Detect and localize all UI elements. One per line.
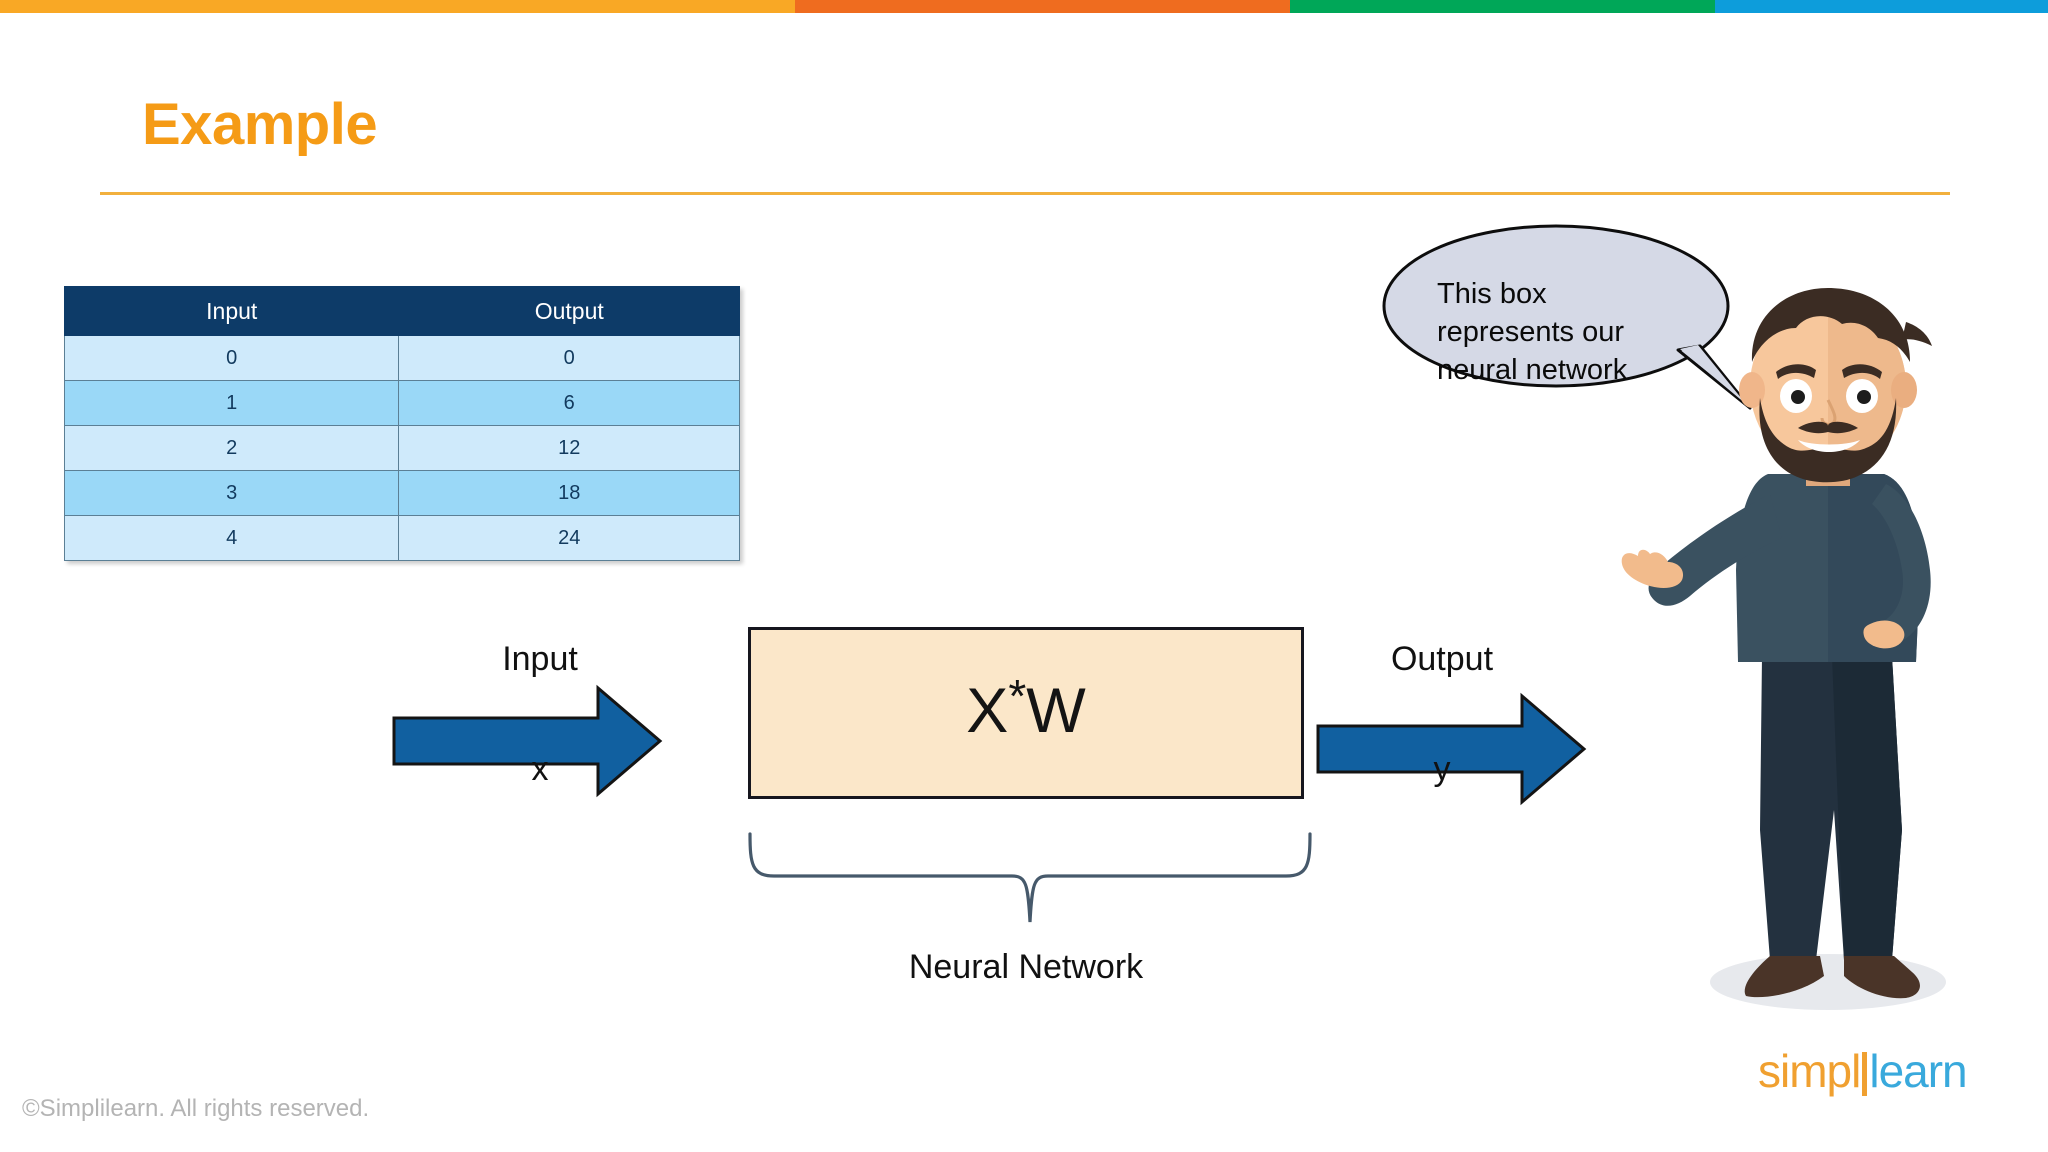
table-cell-input: 3 [63,470,400,516]
box-label-tail: W [1026,676,1086,746]
table-cell-output: 6 [398,380,740,426]
table-row: 4 24 [63,515,740,561]
character-hair [1751,288,1910,362]
table-cell-input: 1 [63,380,400,426]
character-pupil-right [1857,390,1871,404]
character-eyebrow-right [1842,364,1882,379]
page-title: Example [142,92,378,157]
table-cell-output: 24 [398,515,740,561]
output-arrow [1316,692,1587,806]
table-cell-output: 18 [398,470,740,516]
speech-bubble [1382,224,1752,410]
speech-bubble-line-2: represents our [1437,316,1624,348]
neural-network-caption: Neural Network [908,948,1144,986]
topbar-segment-orange [795,0,1290,13]
character-shoe-right [1844,956,1920,999]
table-row: 2 12 [63,425,740,471]
speech-bubble-line-1: This box [1437,278,1547,310]
table-cell-output: 12 [398,425,740,471]
input-arrow [392,684,663,798]
neural-network-box-label: X*W [966,673,1086,747]
table-header-output: Output [398,286,740,336]
neural-network-brace [748,832,1312,923]
character-hair-tuft [1902,322,1932,346]
neural-network-box: X*W [748,627,1304,799]
logo-text-simpl: simpl [1758,1045,1861,1097]
top-color-bar [0,0,2048,13]
bearded-man-illustration [1621,288,1946,1010]
box-label-superscript: * [1008,670,1027,722]
character-mouth [1798,440,1860,452]
table-cell-input: 4 [63,515,400,561]
table-cell-input: 0 [63,335,400,381]
topbar-segment-blue [1715,0,2048,13]
table-row: 0 0 [63,335,740,381]
output-arrow-label: Output [1390,640,1494,678]
character-ear-right [1891,372,1917,408]
topbar-segment-yellow [0,0,795,13]
speech-bubble-text: This box represents our neural network [1437,275,1667,389]
speech-bubble-line-3: neural network [1437,354,1628,386]
character-left-hand [1621,549,1684,588]
table-header-row: Input Output [63,286,740,336]
input-output-table: Input Output 0 0 1 6 2 12 3 18 4 24 [63,286,740,561]
table-row: 3 18 [63,470,740,516]
box-label-base: X [966,676,1009,746]
input-arrow-label: Input [502,640,578,678]
character-ear-left [1739,372,1765,408]
table-cell-output: 0 [398,335,740,381]
output-variable-label: y [1433,750,1451,788]
character-beard [1759,398,1897,483]
character-moustache [1798,421,1858,434]
copyright-footer: ©Simplilearn. All rights reserved. [22,1095,370,1122]
table-cell-input: 2 [63,425,400,471]
title-underline-rule [100,192,1950,195]
character-right-hand [1863,620,1905,649]
character-eyebrow-left [1776,364,1816,379]
character-trousers-shade [1832,656,1902,960]
logo-divider-bar [1862,1052,1868,1096]
character-shoe-left [1744,956,1824,998]
table-header-input: Input [63,286,400,336]
character-pupil-left [1791,390,1805,404]
table-row: 1 6 [63,380,740,426]
logo-text-learn: learn [1869,1045,1967,1097]
input-variable-label: x [531,750,549,788]
character-right-arm [1872,484,1931,642]
topbar-segment-green [1290,0,1715,13]
